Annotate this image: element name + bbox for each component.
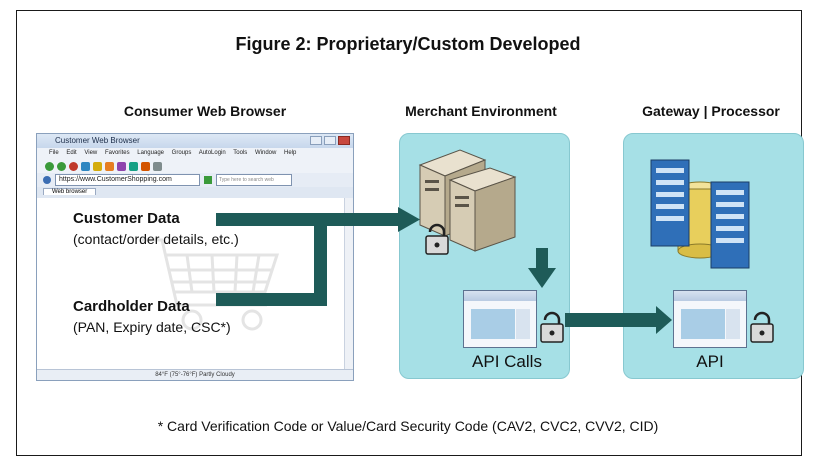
menu-help: Help [284, 150, 297, 156]
browser-status-bar: 84°F (75°-76°F) Partly Cloudy [37, 369, 353, 380]
browser-search-box: Type here to search web [216, 174, 292, 186]
browser-scrollbar [344, 198, 353, 370]
customer-data-detail: (contact/order details, etc.) [73, 231, 239, 247]
cardholder-data-detail: (PAN, Expiry date, CSC*) [73, 319, 231, 335]
menu-language: Language [137, 150, 164, 156]
browser-tab: Web browser [43, 188, 97, 195]
menu-edit: Edit [66, 150, 77, 156]
favorites-icon [105, 161, 114, 171]
maximize-icon [324, 136, 336, 145]
api-connector [565, 313, 660, 327]
figure-title: Figure 2: Proprietary/Custom Developed [235, 34, 581, 54]
merchant-lock-icon [425, 223, 449, 255]
zoom-icon [153, 161, 162, 171]
browser-address-row: https://www.CustomerShopping.com Type he… [37, 173, 353, 187]
merchant-server-icon [418, 149, 517, 252]
api-arrowhead [656, 306, 672, 334]
menu-file: File [49, 150, 59, 156]
customer-data-arrowhead [398, 207, 420, 232]
merchant-api-window-icon [463, 290, 537, 348]
cardholder-data-connector [216, 293, 327, 306]
merchant-column-heading: Merchant Environment [405, 103, 557, 119]
history-icon [117, 161, 126, 171]
gateway-column-heading: Gateway | Processor [642, 103, 780, 119]
menu-autologin: AutoLogin [198, 150, 226, 156]
close-icon [338, 136, 350, 145]
address-bar: https://www.CustomerShopping.com [55, 174, 200, 186]
go-icon [204, 176, 212, 184]
forward-icon [57, 161, 66, 171]
window-buttons [310, 136, 350, 145]
merchant-down-connector [536, 248, 548, 270]
footnote: * Card Verification Code or Value/Card S… [157, 418, 659, 434]
cardholder-vertical-connector [314, 226, 327, 306]
refresh-icon [81, 161, 90, 171]
browser-title: Customer Web Browser [55, 136, 140, 145]
site-icon [43, 176, 51, 184]
print-icon [141, 161, 150, 171]
gateway-server-icon [650, 159, 750, 269]
customer-data-connector [216, 213, 401, 226]
merchant-down-arrowhead [528, 268, 556, 288]
back-icon [45, 161, 54, 171]
tools-icon [129, 161, 138, 171]
minimize-icon [310, 136, 322, 145]
cardholder-data-heading: Cardholder Data [73, 298, 190, 315]
merchant-api-label: API Calls [472, 352, 542, 371]
home-icon [93, 161, 102, 171]
menu-favorites: Favorites [104, 150, 130, 156]
gateway-api-window-icon [673, 290, 747, 348]
customer-data-heading: Customer Data [73, 210, 180, 227]
browser-menu-bar: File Edit View Favorites Language Groups… [37, 148, 353, 159]
menu-view: View [84, 150, 98, 156]
menu-tools: Tools [233, 150, 248, 156]
shopping-cart-icon [142, 238, 280, 331]
browser-tab-row: Web browser [37, 187, 353, 198]
menu-window: Window [254, 150, 277, 156]
menu-groups: Groups [171, 150, 192, 156]
gateway-api-label: API [696, 352, 724, 371]
browser-toolbar [37, 159, 353, 173]
browser-title-bar: Customer Web Browser [37, 134, 353, 148]
browser-window: Customer Web Browser File Edit View Favo… [36, 133, 354, 381]
consumer-column-heading: Consumer Web Browser [123, 103, 287, 119]
stop-icon [69, 161, 78, 171]
